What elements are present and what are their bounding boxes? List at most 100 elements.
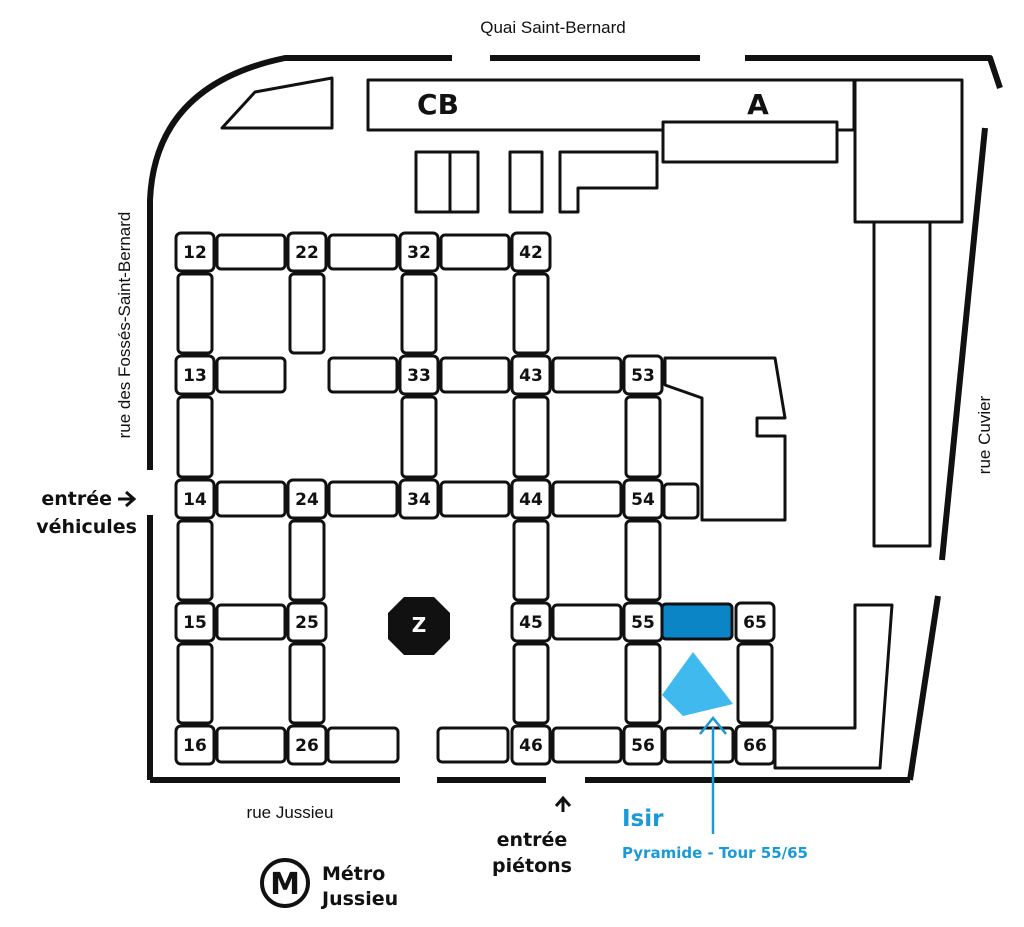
northern-buildings [220,76,964,770]
street-jussieu: rue Jussieu [247,803,334,822]
building-cb-label: CB [417,88,459,121]
tower-label: 46 [519,736,543,756]
wing-h-34-4 [439,480,511,518]
building-southeast-l [773,603,894,770]
tower-54[interactable]: 54 [622,478,664,520]
tower-33[interactable]: 33 [398,354,440,396]
vehicle-entrance-line1: entrée [41,488,112,510]
metro-line2: Jussieu [320,888,398,910]
tower-label: 25 [295,613,319,633]
tower-label: 43 [519,366,543,386]
tower-label: 66 [743,736,767,756]
wing-h-34-2 [439,233,511,271]
tower-label: 65 [743,613,767,633]
wing-v-1-45 [176,519,214,602]
tower-label: 14 [183,490,207,510]
wing-h-23-2 [327,233,399,271]
wing-h-12-3 [215,356,287,394]
wing-v-2-23 [288,272,326,355]
tower-16[interactable]: 16 [174,724,216,766]
building-l-shape [558,150,659,214]
wing-v-4-23 [512,272,550,355]
tower-label: 12 [183,243,207,263]
vehicle-entrance-line2: véhicules [36,516,137,538]
tower-label: 15 [183,613,207,633]
metro-line1: Métro [322,863,385,885]
tower-label: 16 [183,736,207,756]
wing-v-1-56 [176,642,214,725]
tower-56[interactable]: 56 [622,724,664,766]
building-z: Z [388,597,450,655]
building-z-label: Z [412,613,427,637]
wing-v-5-34 [624,395,662,479]
tower-label: 32 [407,243,431,263]
tower-label: 54 [631,490,655,510]
wing-h-45-4 [551,480,623,518]
wing-h-12-6 [215,726,287,764]
tower-label: 53 [631,366,655,386]
wing-v-1-34 [176,395,214,479]
wing-v-2-45 [288,519,326,602]
building-small-3 [508,150,544,214]
street-fosses-saint-bernard: rue des Fossés-Saint-Bernard [115,212,134,439]
wing-v-4-34 [512,395,550,479]
building-a-label: A [747,88,769,121]
building-wedge [220,76,334,130]
tower-44[interactable]: 44 [510,478,552,520]
building-east-block [853,78,964,224]
wing-v-5-45 [624,519,662,602]
tower-15[interactable]: 15 [174,601,216,643]
wing-h-12-2 [215,233,287,271]
pyramid-icon[interactable] [662,652,733,716]
wing-h-45-5 [551,603,623,641]
perimeter-walls [147,55,1003,783]
building-annex [661,120,839,164]
wing-h-45-6 [551,726,623,764]
metro-icon: M [260,858,310,908]
tower-66[interactable]: 66 [734,724,776,766]
wing-54-east-stub [662,482,700,520]
tower-12[interactable]: 12 [174,231,216,273]
tower-42[interactable]: 42 [510,231,552,273]
tower-53[interactable]: 53 [622,354,664,396]
tower-label: 44 [519,490,543,510]
pedestrian-entrance-arrow-icon [554,795,572,812]
highlighted-wing-55-65[interactable] [660,602,734,641]
tower-label: 33 [407,366,431,386]
wing-v-5-56 [624,642,662,725]
tower-grid: 12 22 32 42 13 33 43 53 14 24 34 44 54 15 25 45 55 65 16 26… [174,231,776,766]
wing-v-4-56 [512,642,550,725]
tower-22[interactable]: 22 [286,231,328,273]
pedestrian-entrance-line1: entrée [497,829,568,851]
wing-h-12-4 [215,480,287,518]
tower-24[interactable]: 24 [286,478,328,520]
tower-45[interactable]: 45 [510,601,552,643]
wing-v-1-23 [176,272,214,355]
wing-h-26-west-stub [326,726,400,764]
wing-h-45-3 [551,356,623,394]
tower-55[interactable]: 55 [622,601,664,643]
tower-65[interactable]: 65 [734,601,776,643]
tower-25[interactable]: 25 [286,601,328,643]
pedestrian-entrance-line2: piétons [492,855,572,877]
tower-label: 42 [519,243,543,263]
tower-13[interactable]: 13 [174,354,216,396]
tower-label: 56 [631,736,655,756]
tower-34[interactable]: 34 [398,478,440,520]
tower-43[interactable]: 43 [510,354,552,396]
wing-v-6-56 [736,642,774,725]
tower-26[interactable]: 26 [286,724,328,766]
wing-v-4-45 [512,519,550,602]
tower-32[interactable]: 32 [398,231,440,273]
wing-v-3-23 [400,272,438,355]
street-quai-saint-bernard: Quai Saint-Bernard [480,18,626,37]
wing-v-2-56 [288,642,326,725]
wing-h-34-3 [439,356,511,394]
tower-46[interactable]: 46 [510,724,552,766]
building-irregular [663,356,787,522]
destination-name: Isir [622,806,664,832]
building-small-2 [448,150,480,214]
tower-14[interactable]: 14 [174,478,216,520]
wing-h-12-5 [215,603,287,641]
